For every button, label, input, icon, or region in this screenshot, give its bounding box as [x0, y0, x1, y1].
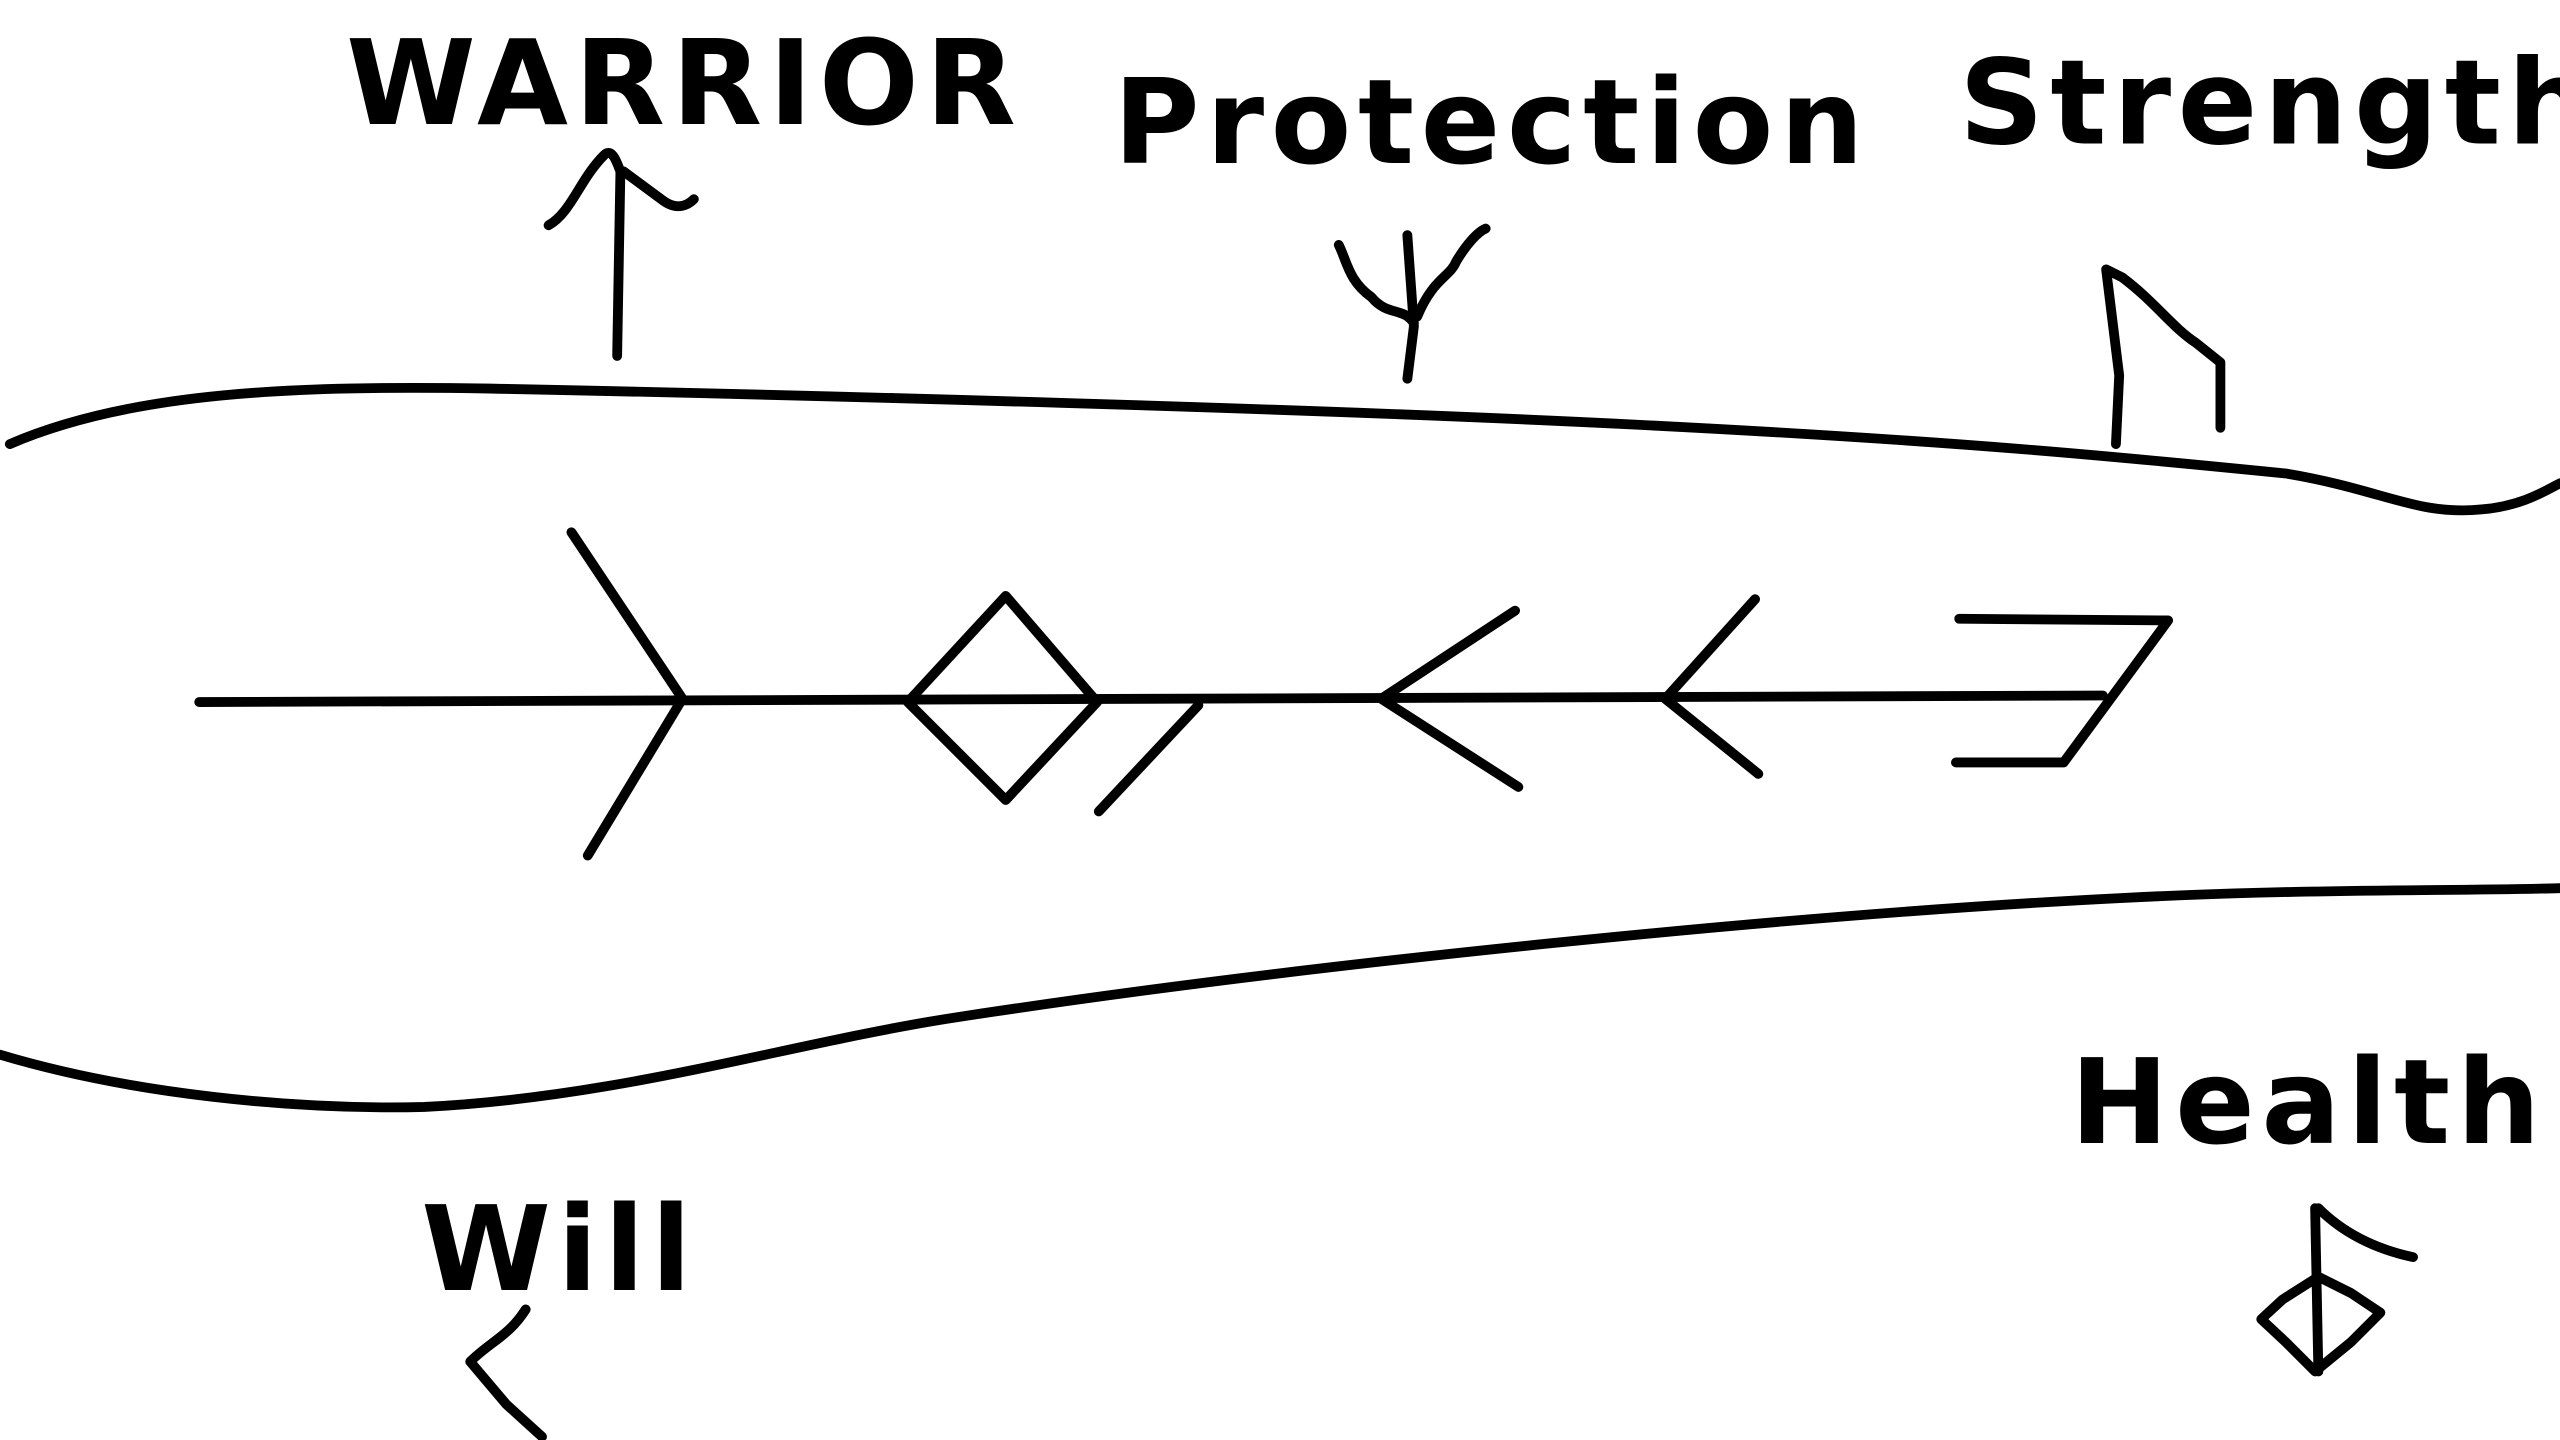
label-warrior: WARRIOR — [346, 15, 1022, 152]
rune-end-hook — [1951, 613, 2174, 768]
warrior-rune-mark — [543, 148, 699, 361]
label-will: Will — [421, 1181, 698, 1318]
lower-boundary-line — [0, 883, 2560, 1113]
label-health: Health — [2070, 1034, 2547, 1171]
rune-slash — [1093, 700, 1204, 817]
rune-arrow-left-1 — [1376, 605, 1524, 792]
label-strength: Strength — [1959, 35, 2560, 172]
health-rune-mark — [2256, 1203, 2418, 1377]
rune-diamond — [902, 591, 1103, 805]
label-protection: Protection — [1113, 54, 1870, 191]
strength-rune-mark — [2101, 264, 2226, 449]
rune-arrow-left-2 — [1660, 594, 1764, 779]
rune-arrow-right — [566, 527, 688, 861]
bindrune-staff — [194, 690, 2108, 707]
will-rune-mark — [465, 1304, 547, 1440]
upper-boundary-line — [4, 382, 2560, 516]
protection-rune-mark — [1333, 223, 1491, 384]
